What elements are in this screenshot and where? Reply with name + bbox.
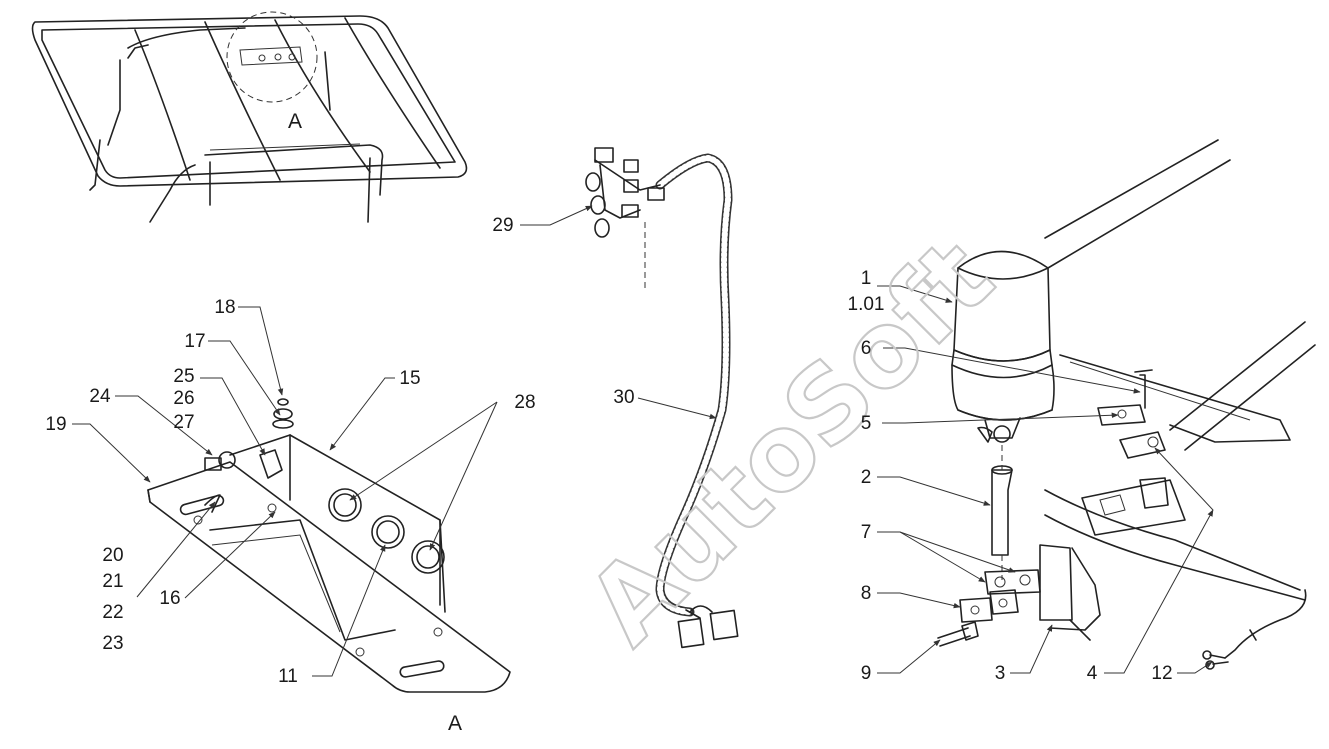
callout-18: 18 <box>214 297 235 318</box>
callout-5: 5 <box>861 413 872 434</box>
callout-22: 22 <box>102 602 123 623</box>
callout-21: 21 <box>102 571 123 592</box>
callout-16: 16 <box>159 588 180 609</box>
callout-7: 7 <box>861 522 872 543</box>
callout-17: 17 <box>184 331 205 352</box>
callout-4: 4 <box>1087 663 1098 684</box>
detail-marker-label: A <box>288 110 302 133</box>
callout-25: 25 <box>173 366 194 387</box>
callout-28: 28 <box>514 392 535 413</box>
callout-20: 20 <box>102 545 123 566</box>
callout-11: 11 <box>278 666 298 687</box>
callout-27: 27 <box>173 412 194 433</box>
callout-8: 8 <box>861 583 872 604</box>
detail-a-circle <box>226 11 318 103</box>
mounting-plate-assembly <box>147 398 511 693</box>
callout-2: 2 <box>861 467 872 488</box>
leader-lines <box>72 205 1214 677</box>
callout-23: 23 <box>102 633 123 654</box>
detail-view-label: A <box>448 712 462 735</box>
callout-19: 19 <box>45 414 66 435</box>
callout-labels: 18 17 25 26 27 24 19 15 28 20 21 22 23 1… <box>45 215 1172 735</box>
callout-12: 12 <box>1151 663 1172 684</box>
callout-6: 6 <box>861 338 872 359</box>
callout-9: 9 <box>861 663 872 684</box>
callout-29: 29 <box>492 215 513 236</box>
callout-24: 24 <box>89 386 111 407</box>
callout-30: 30 <box>613 387 634 408</box>
callout-3: 3 <box>995 663 1006 684</box>
callout-1-01: 1.01 <box>848 294 885 315</box>
beacon-assembly <box>937 139 1316 670</box>
cab-roof-frame: A <box>31 11 468 223</box>
wire-harness <box>585 147 739 649</box>
callout-1: 1 <box>861 268 872 289</box>
callout-26: 26 <box>173 388 194 409</box>
watermark-logo: AutoSoft <box>564 216 1016 668</box>
callout-15: 15 <box>399 368 420 389</box>
